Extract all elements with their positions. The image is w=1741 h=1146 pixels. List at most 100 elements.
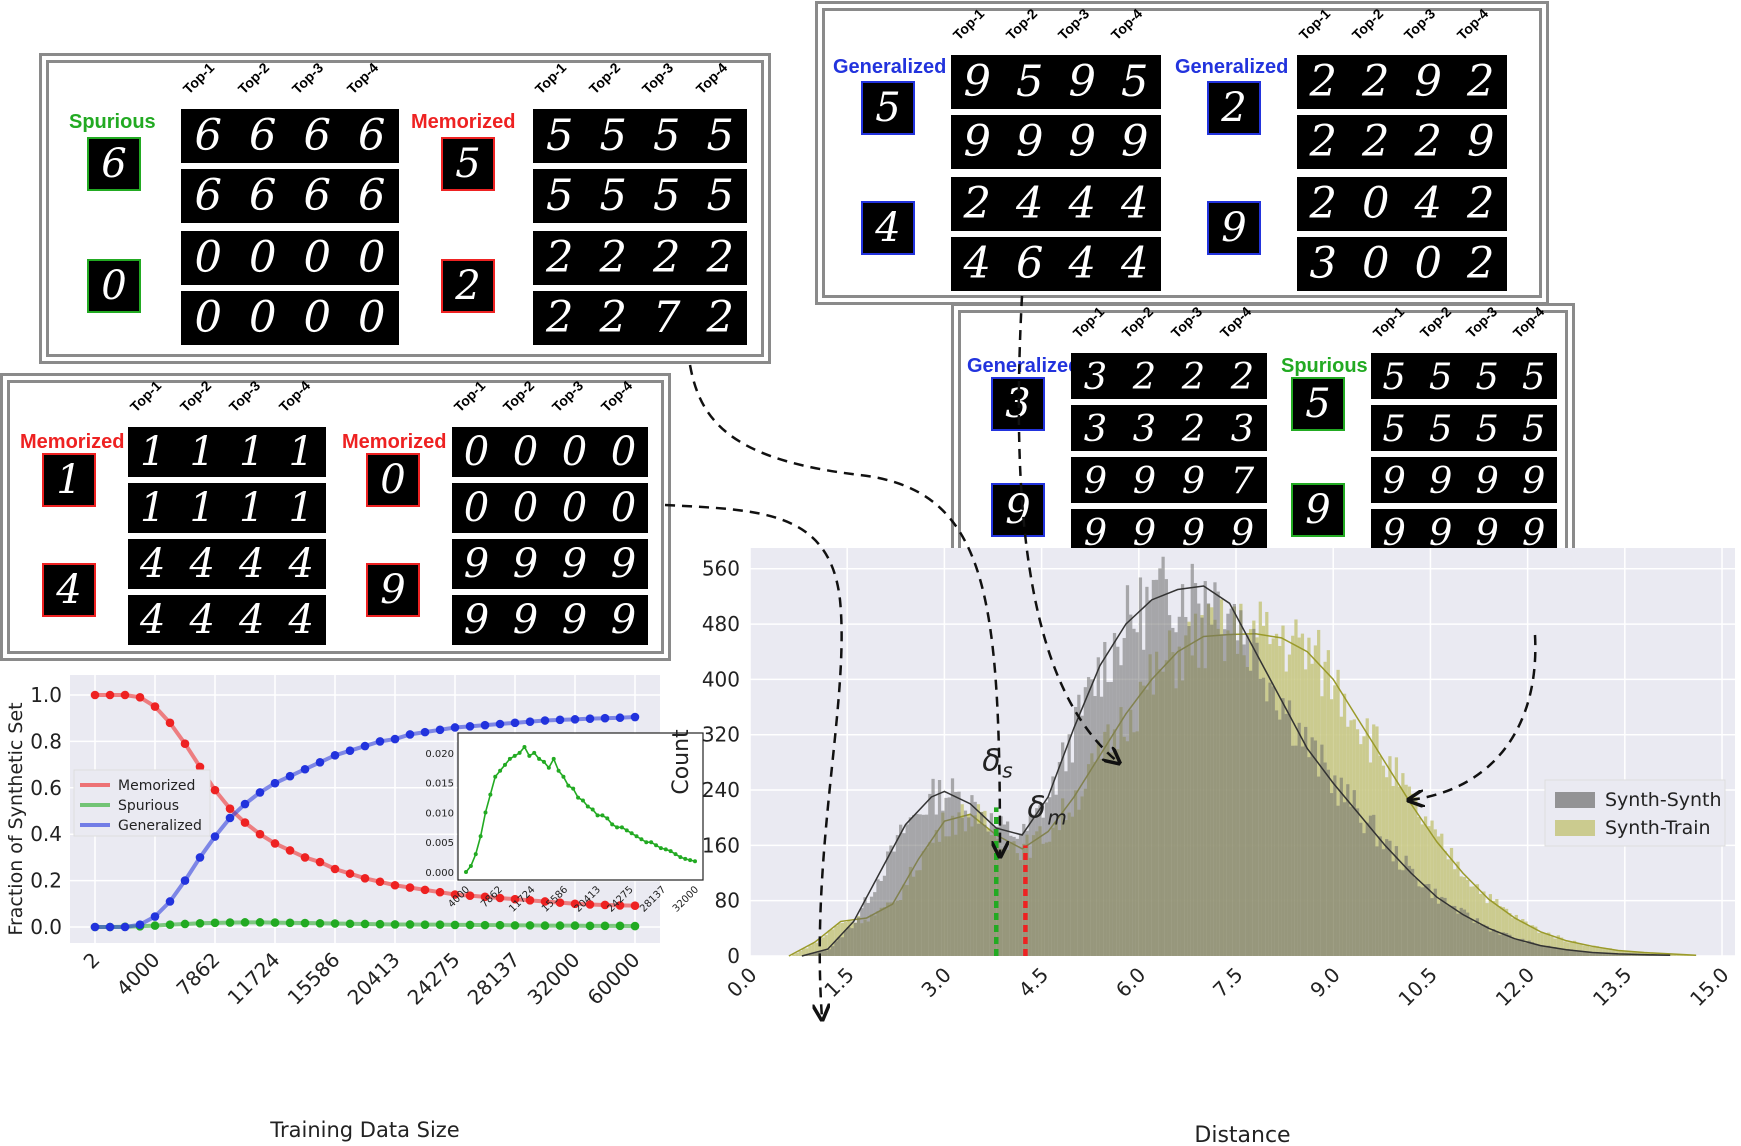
data-point <box>630 901 640 910</box>
hist-bar <box>853 922 857 956</box>
hist-bar <box>1158 568 1162 956</box>
neighbor-digit: 2 <box>653 233 681 283</box>
hist-bar <box>1472 922 1476 956</box>
inset-point <box>512 753 517 758</box>
inset-point <box>649 840 654 845</box>
top-k-label: Top-2 <box>176 377 214 415</box>
neighbor-digit: 5 <box>653 111 681 161</box>
hist-bar <box>902 833 906 956</box>
neighbor-digit: 6 <box>249 171 277 221</box>
x-tick-label: 10.5 <box>1394 963 1442 1011</box>
hist-bar <box>1443 897 1447 956</box>
data-point <box>330 919 340 928</box>
inset-y-tick: 0.000 <box>425 868 454 879</box>
neighbor-digit: 5 <box>706 111 734 161</box>
hist-bar <box>886 851 890 956</box>
inset-point <box>546 765 551 770</box>
data-point <box>540 921 550 930</box>
hist-bar <box>1563 949 1567 956</box>
neighbor-digit: 9 <box>1181 458 1206 502</box>
hist-bar <box>1436 903 1441 956</box>
top-k-label: Top-1 <box>1069 303 1108 341</box>
inset-point <box>610 822 615 827</box>
top-k-label: Top-1 <box>179 59 218 97</box>
hist-bar <box>1547 945 1551 956</box>
top-k-label: Top-2 <box>1348 5 1386 43</box>
inset-point <box>580 798 585 803</box>
neighbor-digit: 6 <box>194 171 222 221</box>
hist-bar <box>1018 833 1023 956</box>
data-point <box>180 876 190 885</box>
data-point <box>345 746 355 755</box>
hist-bar <box>1582 945 1586 956</box>
data-point <box>405 920 415 929</box>
neighbor-digit: 1 <box>288 485 314 531</box>
data-point <box>390 734 400 744</box>
hist-bar <box>1167 615 1172 956</box>
x-tick-label: 13.5 <box>1588 963 1636 1011</box>
neighbor-digit: 5 <box>1382 354 1406 398</box>
x-tick-label: 12.0 <box>1491 963 1539 1011</box>
hist-bar <box>983 824 987 956</box>
top-k-label: Top-4 <box>275 377 313 415</box>
hist-bar <box>1142 649 1146 956</box>
hist-bar <box>1268 682 1272 956</box>
hist-bar <box>1605 953 1609 956</box>
hist-bar <box>1255 642 1259 956</box>
hist-bar <box>989 813 994 956</box>
data-point <box>315 857 325 867</box>
neighbor-digit: 2 <box>706 233 734 283</box>
data-point <box>285 918 295 928</box>
hist-bar <box>1491 900 1496 956</box>
neighbor-digit: 2 <box>1132 354 1157 398</box>
y-tick-label: 0.0 <box>30 915 62 939</box>
inset-frame <box>457 732 704 881</box>
hist-bar <box>1427 883 1431 956</box>
hist-bar <box>1365 822 1369 956</box>
inset-point <box>556 768 561 773</box>
x-tick-label: 7.5 <box>1208 963 1247 1002</box>
neighbor-digit: 4 <box>189 541 215 587</box>
hist-bar <box>1213 582 1217 956</box>
hist-bar <box>1067 734 1071 956</box>
data-point <box>585 900 595 909</box>
hist-bar <box>1122 637 1126 956</box>
data-point <box>195 918 205 928</box>
inset-point <box>566 783 571 788</box>
inset-point <box>464 870 468 874</box>
top-k-label: Top-2 <box>585 59 623 97</box>
inset-point <box>532 750 537 755</box>
data-point <box>315 918 325 928</box>
hist-bar <box>937 780 942 956</box>
hist-bar <box>1446 905 1450 956</box>
neighbor-digit: 5 <box>599 171 627 221</box>
hist-bar <box>957 791 961 956</box>
data-point <box>570 715 580 724</box>
hist-bar <box>1317 776 1321 956</box>
data-point <box>180 919 190 929</box>
hist-bar <box>934 814 938 956</box>
hist-bar <box>1177 616 1181 956</box>
data-point <box>615 921 625 931</box>
neighbor-digit: 4 <box>1068 179 1096 229</box>
hist-bar <box>824 950 828 956</box>
hist-bar <box>915 813 919 956</box>
hist-bar <box>1511 937 1515 956</box>
hist-bar <box>1602 947 1606 956</box>
neighbor-digit: 2 <box>1309 179 1337 229</box>
hist-bar <box>1579 944 1583 956</box>
hist-bar <box>1530 942 1535 956</box>
hist-bar <box>1430 820 1434 956</box>
data-point <box>435 920 445 929</box>
hist-bar <box>866 903 870 956</box>
hist-bar <box>847 927 851 956</box>
hist-bar <box>1271 686 1275 956</box>
inset-y-tick: 0.010 <box>425 808 454 819</box>
hist-bar <box>831 946 835 956</box>
x-tick-label: 11724 <box>223 948 285 1010</box>
neighbor-digit: 5 <box>1475 354 1499 398</box>
neighbor-digit: 5 <box>1522 354 1546 398</box>
